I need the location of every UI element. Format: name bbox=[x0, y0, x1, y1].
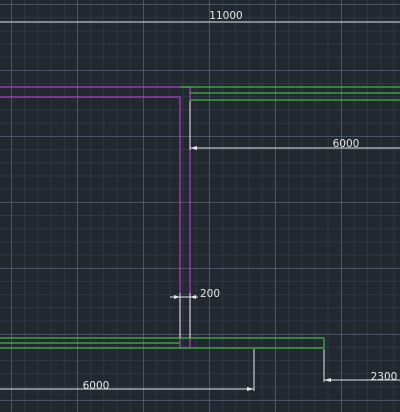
dimension-top-total[interactable]: 11000 bbox=[0, 10, 400, 23]
dimension-text-bottom-span: 6000 bbox=[83, 380, 110, 392]
dimension-right-span[interactable]: 6000 bbox=[189, 101, 400, 150]
dimension-bottom-span[interactable]: 6000 bbox=[0, 349, 255, 392]
arrowhead-right bbox=[190, 295, 196, 299]
dimension-wall-thickness[interactable]: 200 bbox=[170, 288, 220, 338]
magenta-wall bbox=[0, 86, 191, 349]
arrowhead bbox=[190, 146, 197, 150]
arrowhead bbox=[324, 378, 331, 382]
dimension-text-wall-thickness: 200 bbox=[200, 288, 220, 300]
dimension-text-right-span: 6000 bbox=[333, 138, 360, 150]
arrowhead-left bbox=[174, 295, 180, 299]
dimension-text-bottom-right: 2300 bbox=[371, 371, 398, 383]
green-walls bbox=[0, 86, 400, 349]
dimension-text-top-total: 11000 bbox=[209, 10, 242, 22]
arrowhead bbox=[247, 387, 254, 391]
dimension-bottom-right[interactable]: 2300 bbox=[323, 349, 400, 383]
magenta-wall-outer-line bbox=[0, 86, 191, 349]
